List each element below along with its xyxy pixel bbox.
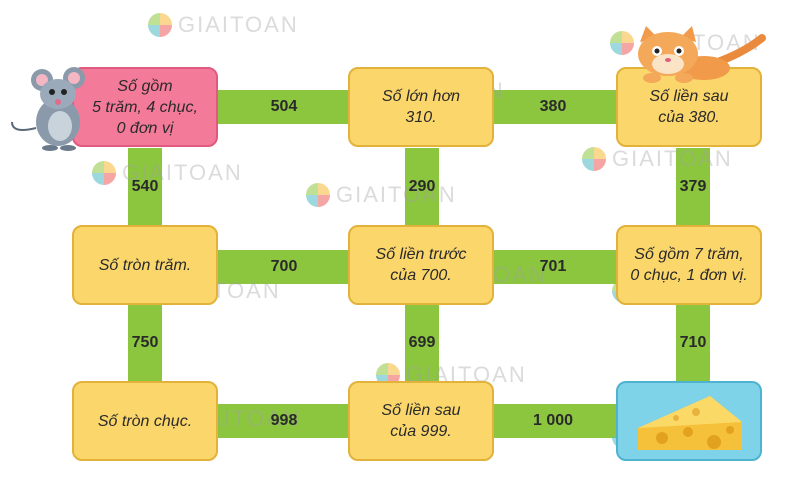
card-7-hundreds: Số gồm 7 trăm, 0 chục, 1 đơn vị.	[616, 225, 762, 305]
path-number: 701	[539, 258, 567, 275]
cheese-icon	[638, 396, 742, 450]
card-greater-than-310: Số lớn hơn 310.	[348, 67, 494, 147]
path-row3-left	[218, 404, 350, 438]
path-row1-right	[494, 90, 616, 124]
path-number: 504	[270, 98, 298, 115]
path-col3-bottom	[676, 304, 710, 382]
path-row2-right	[494, 250, 616, 284]
path-number: 710	[679, 334, 707, 351]
path-col1-top	[128, 148, 162, 226]
path-col3-top	[676, 148, 710, 226]
cat-icon	[638, 26, 766, 83]
card-before-700: Số liền trước của 700.	[348, 225, 494, 305]
path-col2-bottom	[405, 304, 439, 382]
watermark-logo-icon	[306, 183, 330, 207]
path-number: 380	[539, 98, 567, 115]
mouse-icon	[11, 67, 85, 151]
watermark: GIAITOAN	[92, 160, 243, 186]
path-number: 699	[408, 334, 436, 351]
card-round-hundred: Số tròn trăm.	[72, 225, 218, 305]
card-after-999: Số liền sau của 999.	[348, 381, 494, 461]
path-number: 379	[679, 178, 707, 195]
path-number: 700	[270, 258, 298, 275]
watermark-logo-icon	[148, 13, 172, 37]
path-number: 998	[270, 412, 298, 429]
watermark-logo-icon	[92, 161, 116, 185]
path-number: 1 000	[532, 412, 574, 429]
card-start: Số gồm 5 trăm, 4 chục, 0 đơn vị	[72, 67, 218, 147]
path-row1-left	[218, 90, 350, 124]
watermark-logo-icon	[582, 147, 606, 171]
path-number: 750	[131, 334, 159, 351]
watermark: GIAITOAN	[582, 146, 733, 172]
path-number: 290	[408, 178, 436, 195]
path-row2-left	[218, 250, 350, 284]
path-row3-right	[494, 404, 616, 438]
path-col2-top	[405, 148, 439, 226]
watermark: GIAITOAN	[148, 12, 299, 38]
card-round-ten: Số tròn chục.	[72, 381, 218, 461]
path-number: 540	[131, 178, 159, 195]
path-col1-bottom	[128, 304, 162, 382]
